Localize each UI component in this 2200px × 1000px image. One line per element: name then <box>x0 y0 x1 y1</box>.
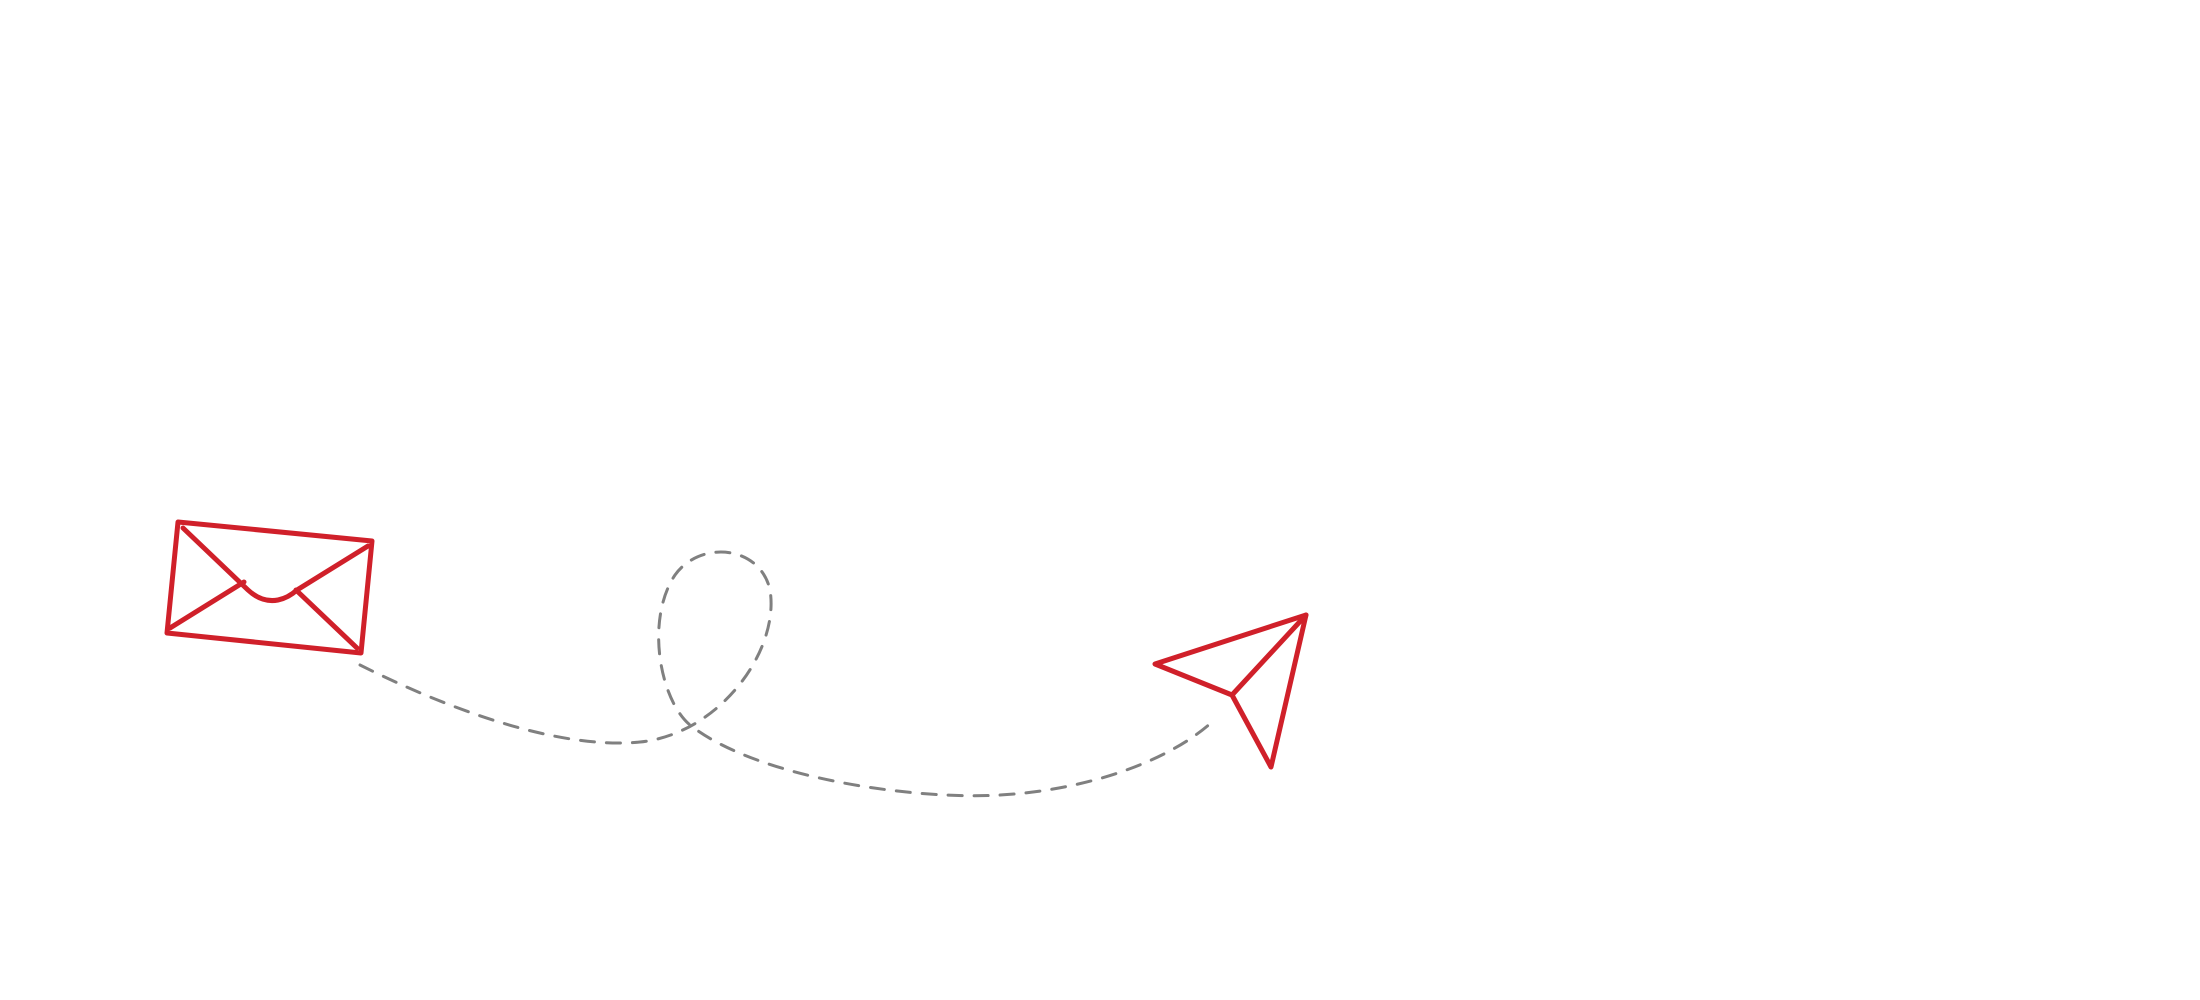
envelope-flap <box>180 525 371 603</box>
envelope-icon <box>164 519 375 656</box>
envelope-fold-left <box>167 579 247 631</box>
envelope-body <box>164 519 375 656</box>
envelope-fold-right <box>293 587 360 651</box>
dashed-flight-trail <box>358 550 1214 798</box>
paper-plane-fold <box>1229 612 1309 698</box>
paper-plane-icon <box>1152 612 1309 770</box>
